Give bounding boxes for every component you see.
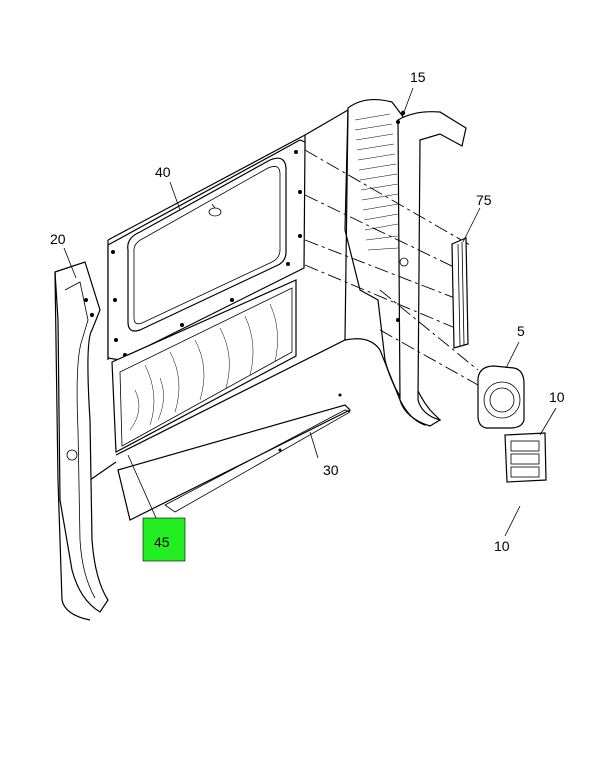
callout-20: 20 bbox=[50, 231, 66, 247]
lower-insulation-panel bbox=[111, 279, 297, 453]
callout-30: 30 bbox=[323, 462, 339, 478]
seal-strip bbox=[451, 237, 469, 349]
exploded-view-lines bbox=[304, 149, 479, 386]
left-pillar bbox=[54, 261, 109, 621]
callout-15: 15 bbox=[410, 69, 426, 85]
callout-10-bottom: 10 bbox=[494, 538, 510, 554]
vent-grille bbox=[504, 432, 547, 483]
callout-45: 45 bbox=[154, 534, 170, 550]
vent-housing bbox=[477, 365, 525, 429]
callout-10-grille: 10 bbox=[549, 389, 565, 405]
callout-5: 5 bbox=[517, 323, 525, 339]
callout-40: 40 bbox=[155, 164, 171, 180]
leader-lines bbox=[63, 87, 557, 537]
rear-window bbox=[107, 139, 306, 361]
callout-75: 75 bbox=[476, 192, 492, 208]
right-pillar bbox=[344, 98, 467, 427]
highlight-box bbox=[142, 517, 186, 562]
floor-panel bbox=[89, 338, 426, 521]
